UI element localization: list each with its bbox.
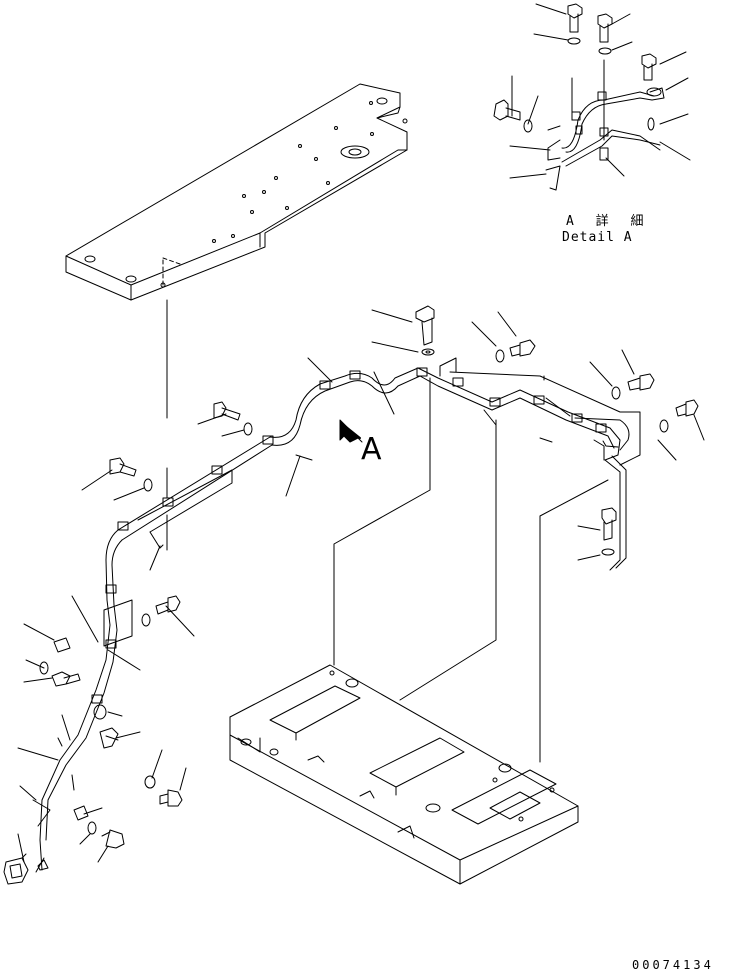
bolt bbox=[109, 457, 137, 477]
view-marker-letter: A bbox=[361, 432, 382, 467]
bolt bbox=[509, 339, 536, 357]
drawing-number: 00074134 bbox=[632, 958, 714, 972]
connector bbox=[3, 853, 29, 885]
lower-floor-frame bbox=[229, 664, 579, 885]
bolt bbox=[155, 595, 181, 615]
bolt bbox=[101, 829, 125, 849]
bolt bbox=[597, 13, 613, 43]
upper-frame-plate bbox=[65, 83, 408, 301]
bolt bbox=[99, 727, 119, 749]
bolt bbox=[51, 671, 81, 687]
bolt bbox=[601, 507, 617, 541]
hardware-main bbox=[39, 305, 699, 849]
bolt bbox=[159, 789, 183, 807]
assembly-lines bbox=[166, 299, 609, 763]
bolt bbox=[213, 401, 241, 421]
wiring-harness bbox=[32, 357, 641, 871]
detail-view-title-en: Detail A bbox=[562, 230, 633, 245]
detail-a-inset bbox=[493, 3, 691, 191]
bolt bbox=[675, 399, 699, 417]
bolt bbox=[493, 99, 521, 121]
bolt bbox=[627, 373, 655, 391]
view-direction-arrow-icon bbox=[339, 419, 363, 443]
leader-lines bbox=[17, 309, 705, 873]
bolt bbox=[641, 53, 657, 81]
bolt bbox=[567, 3, 583, 33]
detail-view-title-jp: A 詳 細 bbox=[566, 214, 651, 229]
bolt bbox=[415, 305, 435, 346]
